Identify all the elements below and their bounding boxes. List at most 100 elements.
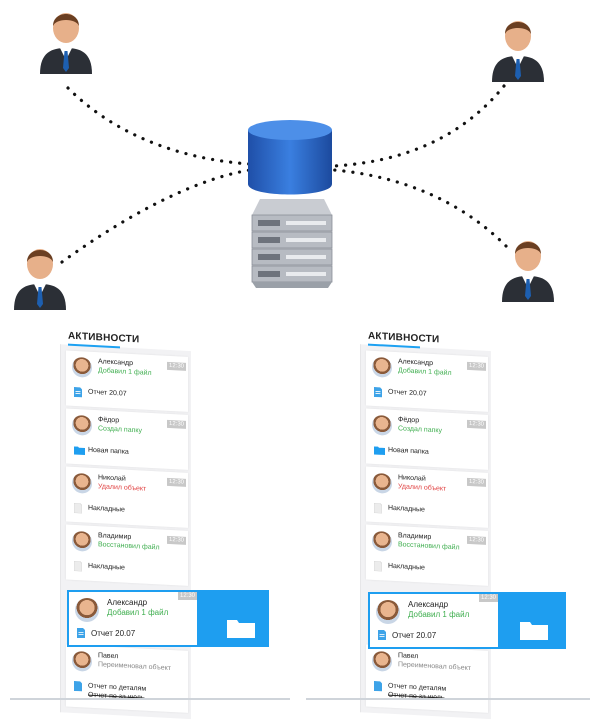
file-name: Отчет 20.07: [91, 629, 136, 638]
action-text: Добавил 1 файл: [98, 367, 152, 378]
avatar: [72, 650, 92, 672]
highlighted-card: Александр Добавил 1 файл 12:30 Отчет 20.…: [370, 594, 498, 647]
file-name: Новая папка: [388, 446, 429, 456]
timestamp: 12:30: [466, 477, 486, 487]
user-name: Александр: [107, 598, 148, 607]
old-file-name: Отчет по за июль: [88, 691, 145, 702]
connection-lines: [60, 84, 508, 264]
avatar: [72, 472, 92, 494]
file-name: Накладные: [388, 562, 425, 572]
document-icon: [374, 386, 382, 398]
timestamp: 12:30: [177, 592, 197, 600]
activity-card[interactable]: Фёдор Создал папку 12:30 Новая папка: [66, 408, 188, 470]
line-top-left: [66, 86, 252, 166]
timestamp: 12:30: [466, 361, 486, 371]
activity-card[interactable]: Николай Удалил объект 12:30 Накладные: [366, 466, 488, 528]
highlighted-activity[interactable]: Александр Добавил 1 файл 12:30 Отчет 20.…: [67, 590, 269, 647]
activity-panel: АКТИВНОСТИ Александр Добавил 1 файл 12:3…: [356, 326, 566, 720]
activity-panel: АКТИВНОСТИ Александр Добавил 1 файл 12:3…: [56, 326, 269, 720]
avatar: [72, 414, 92, 436]
avatar: [372, 414, 392, 436]
old-file-name: Отчет по за июль: [388, 691, 445, 702]
user-name: Павел: [98, 652, 119, 661]
user-icon: [502, 241, 554, 302]
user-name: Александр: [398, 358, 434, 368]
document-icon: [378, 630, 386, 640]
document-icon: [77, 628, 85, 638]
highlighted-card: Александр Добавил 1 файл 12:30 Отчет 20.…: [69, 592, 197, 645]
file-name: Отчет 20.07: [388, 388, 427, 398]
folder-icon: [374, 446, 385, 456]
database-icon: [248, 120, 332, 195]
activity-card[interactable]: Александр Добавил 1 файл 12:30 Отчет 20.…: [366, 350, 488, 412]
avatar: [372, 472, 392, 494]
file-name: Накладные: [88, 504, 125, 514]
activity-card[interactable]: Александр Добавил 1 файл 12:30 Отчет 20.…: [66, 350, 188, 412]
activity-card[interactable]: Владимир Восстановил файл 12:30 Накладны…: [366, 524, 488, 586]
activity-card[interactable]: Павел Переименовал объект Отчет по детал…: [66, 644, 188, 713]
user-icon: [40, 13, 92, 74]
user-name: Владимир: [398, 532, 432, 541]
activity-card[interactable]: Фёдор Создал папку 12:30 Новая папка: [366, 408, 488, 470]
timestamp: 12:30: [166, 361, 186, 371]
timestamp: 12:30: [166, 535, 186, 545]
panel-title: АКТИВНОСТИ: [368, 330, 440, 346]
line-bottom-right: [332, 168, 508, 248]
highlighted-activity[interactable]: Александр Добавил 1 файл 12:30 Отчет 20.…: [368, 592, 566, 649]
action-text: Восстановил файл: [398, 541, 460, 552]
file-name: Отчет 20.07: [392, 631, 437, 640]
file-name: Накладные: [88, 562, 125, 572]
divider: [10, 698, 290, 700]
action-text: Переименовал объект: [98, 661, 171, 673]
avatar: [72, 530, 92, 552]
activity-card[interactable]: Владимир Восстановил файл 12:30 Накладны…: [66, 524, 188, 586]
avatar: [75, 598, 99, 622]
file-name: Отчет 20.07: [88, 388, 127, 398]
divider: [306, 698, 590, 700]
avatar: [372, 530, 392, 552]
avatar: [372, 650, 392, 672]
folder-icon: [227, 620, 255, 638]
timestamp: 12:30: [166, 477, 186, 487]
action-text: Создал папку: [398, 425, 443, 435]
blank-document-icon: [374, 502, 382, 514]
file-name: Новая папка: [88, 446, 129, 456]
document-icon: [374, 680, 382, 692]
line-top-right: [332, 84, 506, 168]
user-name: Фёдор: [398, 416, 420, 425]
line-bottom-left: [60, 168, 252, 264]
user-name: Александр: [408, 600, 449, 609]
user-name: Александр: [98, 358, 134, 368]
avatar: [376, 600, 400, 624]
action-text: Удалил объект: [98, 483, 147, 493]
action-text: Переименовал объект: [398, 661, 471, 673]
user-name: Николай: [98, 474, 126, 483]
action-text: Добавил 1 файл: [408, 610, 470, 619]
file-name: Накладные: [388, 504, 425, 514]
action-text: Добавил 1 файл: [398, 367, 452, 378]
server-icon: [251, 199, 333, 288]
document-icon: [74, 680, 82, 692]
user-name: Владимир: [98, 532, 132, 541]
user-icon: [14, 249, 66, 310]
timestamp: 12:30: [478, 594, 498, 602]
activity-card[interactable]: Николай Удалил объект 12:30 Накладные: [66, 466, 188, 528]
folder-icon: [74, 446, 85, 456]
action-text: Добавил 1 файл: [107, 608, 169, 617]
document-icon: [74, 386, 82, 398]
blank-document-icon: [374, 560, 382, 572]
action-text: Создал папку: [98, 425, 143, 435]
action-text: Удалил объект: [398, 483, 447, 493]
user-icon: [492, 21, 544, 82]
timestamp: 12:30: [466, 535, 486, 545]
panel-title: АКТИВНОСТИ: [68, 330, 140, 346]
user-name: Павел: [398, 652, 419, 661]
avatar: [72, 356, 92, 378]
timestamp: 12:30: [466, 419, 486, 429]
timestamp: 12:30: [166, 419, 186, 429]
action-text: Восстановил файл: [98, 541, 160, 552]
folder-icon: [520, 622, 548, 640]
avatar: [372, 356, 392, 378]
activity-card[interactable]: Павел Переименовал объект Отчет по детал…: [366, 644, 488, 713]
network-diagram: АКТИВНОСТИ Александр Добавил 1 файл 12:3…: [10, 13, 590, 720]
